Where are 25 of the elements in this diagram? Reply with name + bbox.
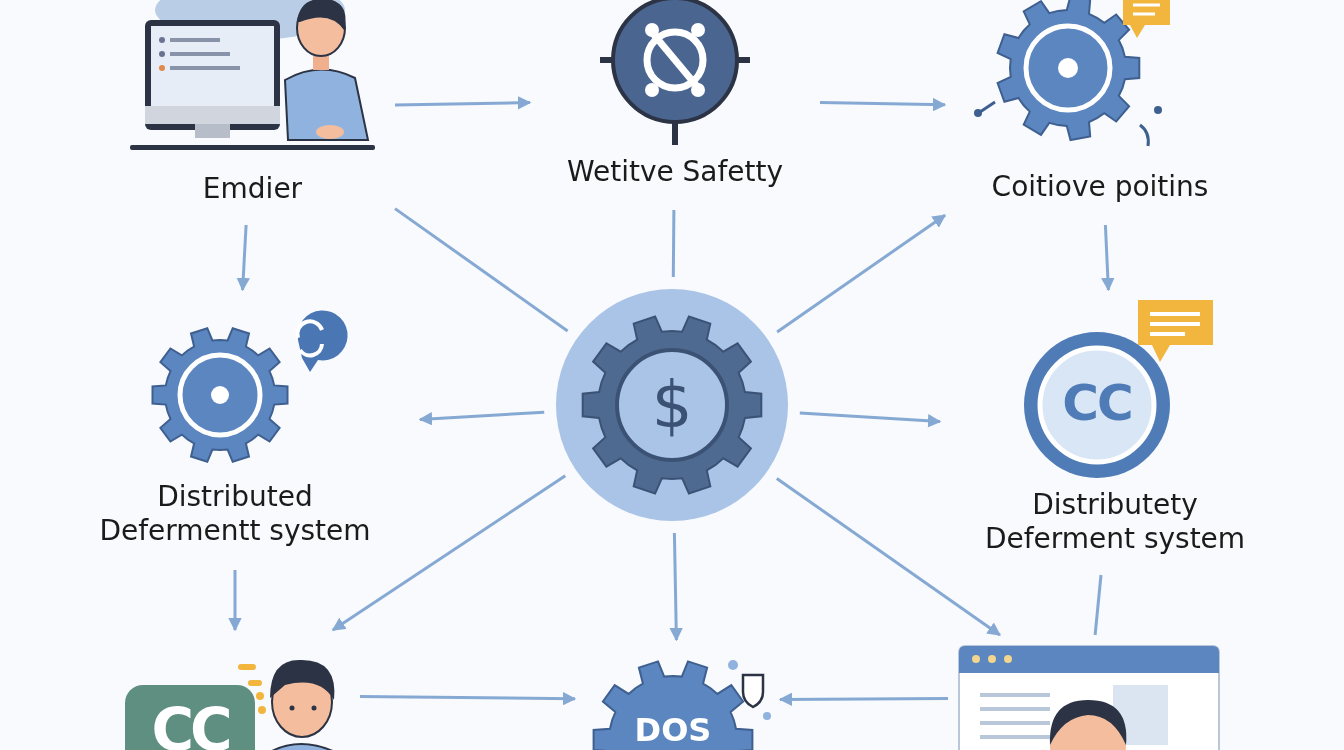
connector-line bbox=[1093, 574, 1103, 636]
arrow bbox=[228, 570, 242, 632]
icon-text: $ bbox=[650, 367, 694, 444]
icon-text: DOS bbox=[633, 712, 713, 748]
arrow bbox=[778, 692, 948, 707]
arrow bbox=[418, 410, 545, 426]
arrow bbox=[236, 224, 250, 292]
icon-text: CC bbox=[1061, 373, 1133, 434]
node-label: Distributety Deferment system bbox=[983, 488, 1247, 556]
arrow bbox=[669, 532, 683, 642]
arrow bbox=[799, 411, 942, 428]
arrow bbox=[819, 97, 947, 112]
node-label: Wetitve Safetty bbox=[565, 155, 785, 189]
arrow bbox=[775, 477, 1001, 637]
arrow bbox=[1101, 224, 1115, 292]
arrow bbox=[394, 96, 532, 110]
connector-line bbox=[671, 210, 676, 277]
connector-line bbox=[394, 207, 569, 333]
arrow bbox=[360, 691, 577, 706]
node-label: Coitiove poitins bbox=[990, 170, 1210, 204]
node-label: Emdier bbox=[201, 172, 304, 206]
arrow bbox=[776, 213, 947, 334]
node-label: Distributed Defermentt system bbox=[98, 480, 372, 548]
arrow bbox=[331, 474, 567, 632]
icon-text: CC bbox=[150, 695, 230, 750]
